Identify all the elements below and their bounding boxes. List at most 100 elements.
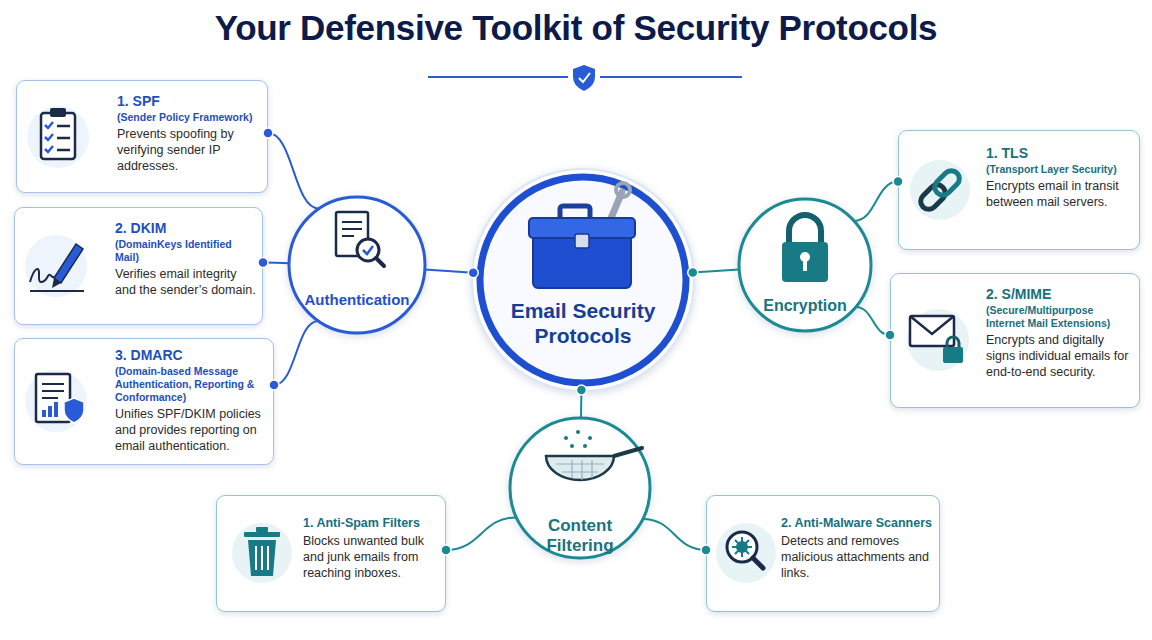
connector-line — [263, 261, 289, 264]
magnifier-document-icon — [357, 239, 379, 261]
protocol-box: 2. DKIM(DomainKeys Identified Mail)Verif… — [14, 207, 263, 325]
toolbox-icon — [606, 192, 622, 230]
connector-line — [643, 519, 706, 550]
lock-icon — [782, 242, 828, 282]
toolbox-icon — [533, 230, 631, 288]
virus-scan-icon — [736, 541, 748, 553]
connector-dot — [701, 545, 711, 555]
box-heading: 2. Anti-Malware Scanners — [781, 516, 935, 532]
box-description: Encrypts and digitally signs individual … — [986, 332, 1133, 381]
trash-icon — [244, 532, 280, 537]
trash-icon — [248, 540, 276, 576]
title-rule — [428, 65, 742, 91]
protocol-box: 3. DMARC(Domain-based Message Authentica… — [14, 338, 274, 465]
clipboard-icon — [41, 113, 75, 159]
connector-dot — [269, 380, 279, 390]
lock-icon — [803, 259, 807, 271]
circle-outline — [471, 168, 695, 392]
title-rule — [573, 65, 595, 91]
connector-line — [856, 307, 890, 335]
virus-scan-icon — [753, 558, 763, 568]
protocol-box: 2. S/MIME(Secure/Multipurpose Internet M… — [890, 273, 1140, 408]
box-description: Unifies SPF/DKIM policies and provides r… — [115, 406, 265, 455]
circle-ring — [739, 199, 871, 331]
trash-icon — [244, 527, 280, 576]
connector-line — [580, 390, 582, 418]
signature-icon — [52, 278, 61, 288]
circle-ring — [510, 418, 650, 558]
signature-icon — [54, 244, 83, 283]
box-subtitle: (Sender Policy Framework) — [117, 111, 263, 124]
sieve-icon — [576, 430, 580, 434]
box-heading: 1. TLS — [986, 145, 1133, 163]
connector-dot — [688, 268, 698, 278]
signature-icon — [30, 290, 84, 292]
connector-dot — [576, 385, 586, 395]
protocol-box: 1. SPF(Sender Policy Framework)Prevents … — [16, 80, 268, 193]
connector-dot — [893, 177, 903, 187]
sieve-icon — [546, 456, 614, 480]
icon-backdrop — [716, 523, 776, 583]
envelope-lock-icon — [910, 316, 954, 334]
icon-backdrop — [25, 235, 87, 297]
report-icon — [48, 406, 52, 417]
connector-line — [274, 321, 318, 385]
title-rule — [600, 76, 742, 78]
signature-icon — [30, 269, 55, 282]
protocol-box: 1. Anti-Spam FiltersBlocks unwanted bulk… — [216, 495, 446, 612]
sieve-icon — [556, 460, 604, 480]
box-heading: 1. SPF — [117, 93, 263, 111]
box-heading: 2. DKIM — [115, 220, 256, 238]
report-icon — [42, 410, 46, 417]
icon-backdrop — [27, 106, 89, 168]
magnifier-document-icon — [336, 212, 368, 256]
sieve-icon — [570, 444, 574, 448]
box-heading: 2. S/MIME — [986, 286, 1133, 304]
toolbox-icon — [560, 206, 590, 220]
report-icon — [54, 402, 58, 417]
envelope-lock-icon — [943, 347, 963, 363]
connector-line — [446, 517, 516, 550]
toolbox-icon — [529, 183, 635, 288]
category-circle: Encryption — [737, 197, 873, 333]
connector-line — [854, 182, 898, 221]
sieve-icon — [614, 448, 642, 456]
virus-scan-icon — [727, 532, 763, 568]
trash-icon — [256, 527, 268, 532]
circle-label: Authentication — [292, 291, 422, 309]
report-icon — [36, 374, 84, 423]
icon-backdrop — [907, 309, 969, 371]
box-subtitle: (Transport Layer Security) — [986, 163, 1133, 176]
icon-backdrop — [25, 106, 970, 583]
connector-dot — [885, 330, 895, 340]
connector-dot — [468, 268, 478, 278]
title-rule — [579, 73, 590, 82]
protocol-box: 2. Anti-Malware ScannersDetects and remo… — [706, 495, 940, 612]
chain-icon — [917, 167, 962, 212]
connector-dot — [263, 128, 273, 138]
box-heading: 3. DMARC — [115, 347, 265, 365]
lock-icon — [789, 215, 821, 245]
report-icon — [36, 374, 70, 422]
toolbox-icon — [529, 218, 635, 238]
box-subtitle: (Secure/Multipurpose Internet Mail Exten… — [986, 304, 1133, 330]
box-description: Blocks unwanted bulk and junk emails fro… — [303, 533, 439, 582]
circle-rim — [472, 169, 694, 391]
sieve-icon — [583, 444, 587, 448]
virus-scan-icon — [727, 532, 757, 562]
toolbox-icon — [616, 183, 630, 197]
box-heading: 1. Anti-Spam Filters — [303, 516, 439, 532]
connector-line — [268, 133, 319, 209]
toolbox-icon — [575, 234, 589, 248]
sieve-icon — [546, 430, 642, 480]
envelope-lock-icon — [947, 337, 959, 348]
hub-circle: Email Security Protocols — [471, 168, 695, 392]
box-description: Encrypts email in transit between mail s… — [986, 178, 1133, 211]
icon-backdrop — [25, 370, 87, 432]
connector-line — [425, 270, 473, 273]
magnifier-document-icon — [336, 212, 384, 266]
